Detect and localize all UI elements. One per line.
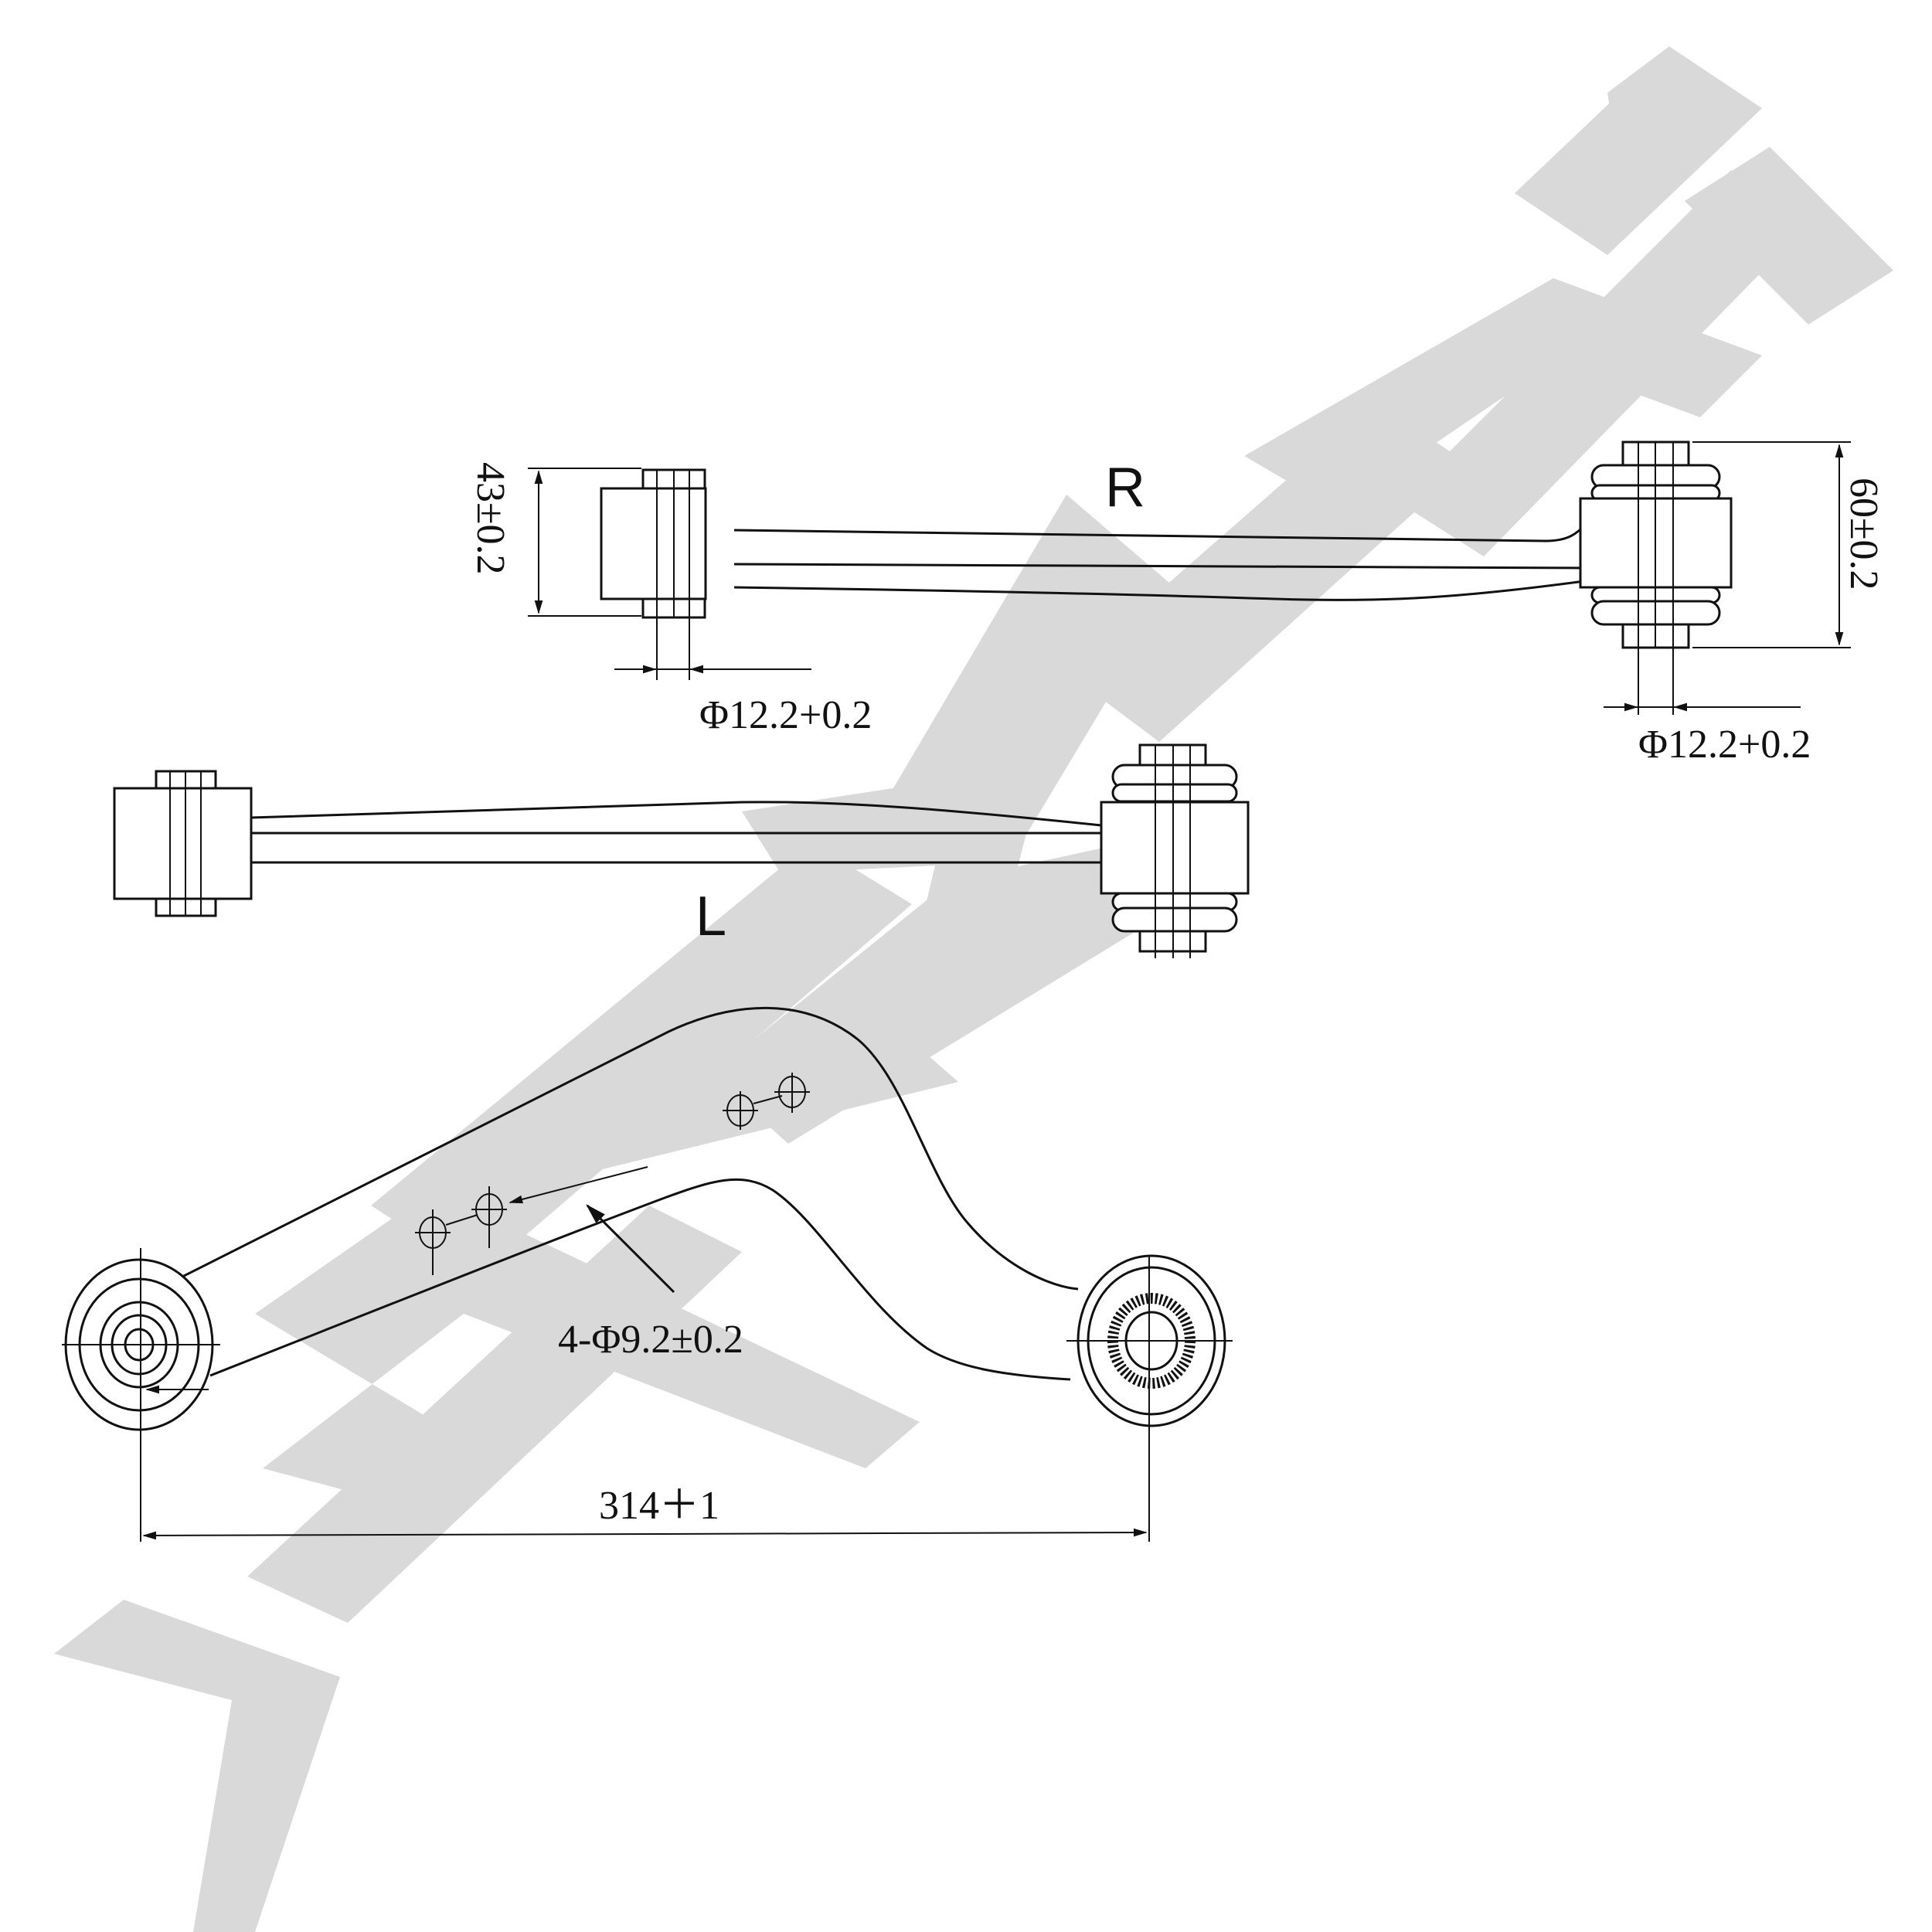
arm-right-lower-edge <box>733 580 1585 601</box>
dimension-label-holes: 4-Φ9.2±0.2 <box>558 1318 743 1362</box>
watermark-letter-n <box>889 495 1175 858</box>
arm-plan-outer-edge <box>177 1006 1079 1291</box>
dimension-height-left: 43±0.2 <box>468 462 641 617</box>
dimension-line <box>142 1528 1148 1540</box>
dimension-height-right: 60±0.2 <box>1692 441 1886 648</box>
bushing-left-view-large-ring-bottom <box>1111 906 1238 933</box>
dimension-bore-right: Φ12.2+0.2 <box>1604 648 1811 767</box>
mounting-hole <box>723 1091 758 1130</box>
dimension-label-center-distance: 314＋1 <box>599 1484 719 1528</box>
dimension-label-43: 43±0.2 <box>468 462 512 575</box>
dimension-label-bore-left: Φ12.2+0.2 <box>699 693 872 737</box>
mounting-hole <box>415 1209 451 1275</box>
mounting-hole <box>774 1073 810 1113</box>
watermark-letter-e <box>371 842 912 1275</box>
dimension-label-bore-right: Φ12.2+0.2 <box>1638 723 1811 767</box>
dimension-bore-left: Φ12.2+0.2 <box>614 617 872 737</box>
mounting-hole <box>471 1186 507 1248</box>
watermark-logo <box>54 46 1893 1932</box>
watermark-letter-k <box>1685 147 1893 325</box>
bushing-left-view-small <box>113 787 253 900</box>
arm-plan-inner-edge <box>209 1178 1071 1381</box>
dimension-label-60: 60±0.2 <box>1842 478 1886 590</box>
watermark-letter-e <box>1399 170 1808 556</box>
holes-leader-arrow <box>586 1204 675 1294</box>
bushing-right-view-small <box>600 487 707 600</box>
hole-leader-line <box>445 1214 478 1226</box>
arm-right-center-line <box>733 563 1585 570</box>
watermark-letter-k <box>1607 46 1685 193</box>
view-label-left: L <box>696 886 726 947</box>
bushing-left-view-large-ring-top <box>1111 783 1238 803</box>
bushing-left-view-large <box>1100 801 1250 895</box>
arm-left-upper-edge <box>250 801 1102 827</box>
view-plan: 4-Φ9.2±0.2 314＋1 <box>62 1006 1233 1542</box>
watermark-letter-e <box>255 1190 920 1499</box>
hole-leader-line <box>509 1166 648 1204</box>
hole-leader-line <box>753 1095 783 1104</box>
view-label-right: R <box>1105 457 1145 519</box>
watermark-letter-z <box>54 1600 340 1932</box>
view-left: L <box>113 743 1250 958</box>
view-right: R <box>600 440 1733 649</box>
